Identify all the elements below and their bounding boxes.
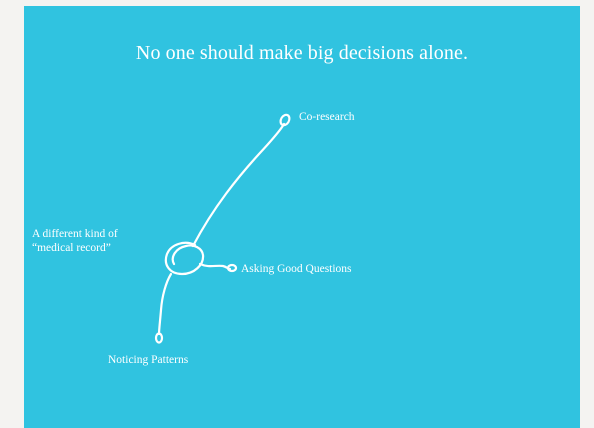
slide: No one should make big decisions alone. …	[24, 6, 580, 428]
node-co-research	[279, 113, 291, 127]
branch-asking-questions	[200, 264, 230, 269]
label-asking-questions: Asking Good Questions	[241, 262, 352, 276]
center-node	[166, 243, 203, 274]
label-center-node: A different kind of “medical record”	[32, 227, 118, 255]
label-co-research: Co-research	[299, 110, 355, 124]
label-center-line2: “medical record”	[32, 241, 118, 255]
label-center-line1: A different kind of	[32, 227, 118, 241]
branch-noticing-patterns	[159, 274, 171, 334]
label-noticing-patterns: Noticing Patterns	[108, 353, 188, 367]
branch-co-research	[193, 124, 284, 246]
